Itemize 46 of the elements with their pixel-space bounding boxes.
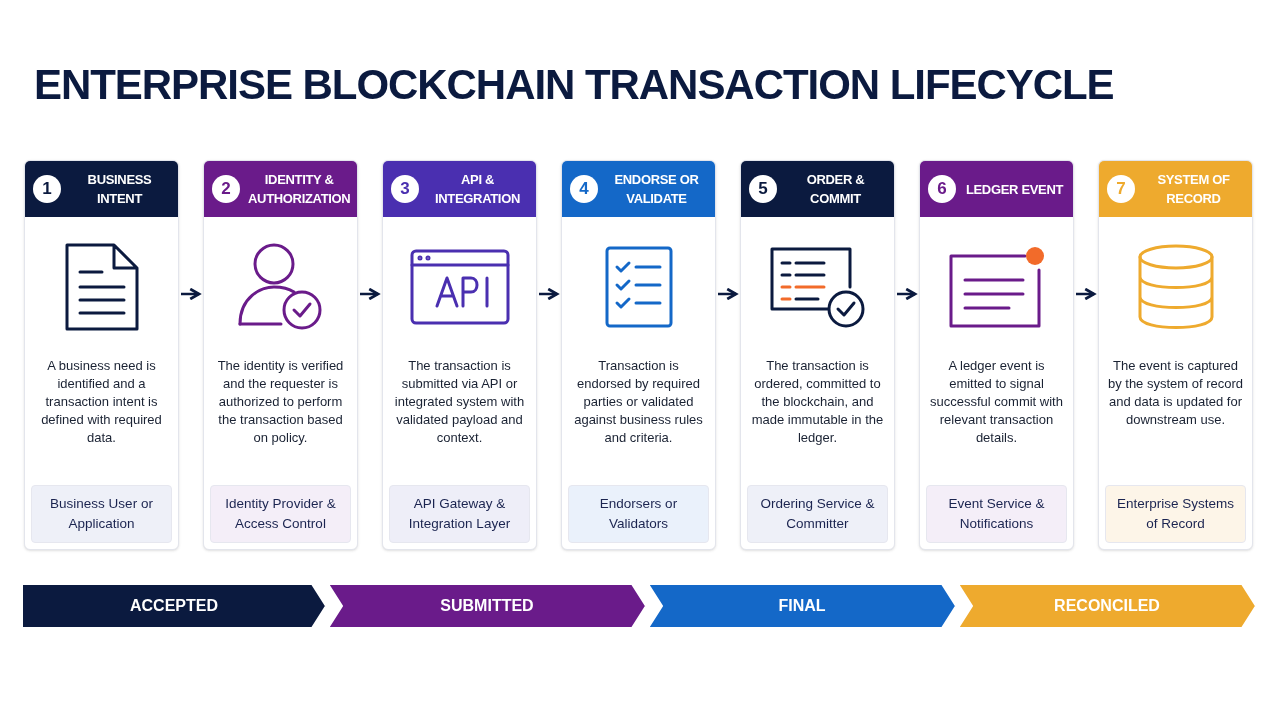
step-title: API & INTEGRATION	[434, 171, 521, 208]
step-description: The transaction is submitted via API or integrated system with validated payload and context.	[393, 357, 526, 447]
step-title: SYSTEM OF RECORD	[1156, 171, 1231, 208]
system-box: Endorsers or Validators	[568, 485, 709, 543]
system-box: Event Service & Notifications	[926, 485, 1067, 543]
system-box: Ordering Service & Committer	[747, 485, 888, 543]
step-description: A business need is identified and a transaction intent is defined with required data.	[40, 357, 163, 447]
step-title: IDENTITY & AUTHORIZATION	[248, 171, 351, 208]
arrow	[1076, 287, 1096, 301]
status-label: FINAL	[778, 596, 826, 616]
step-number: 5	[749, 175, 777, 203]
arrow	[539, 287, 559, 301]
title: ENTERPRISE BLOCKCHAIN TRANSACTION LIFECYCLE	[34, 64, 1114, 106]
step-number: 2	[212, 175, 240, 203]
arrow	[718, 287, 738, 301]
step-description: Transaction is endorsed by required parties or validated against business rules and criteria.	[573, 357, 704, 447]
status-label: SUBMITTED	[440, 596, 534, 616]
system-box: Identity Provider & Access Control	[210, 485, 351, 543]
step-description: A ledger event is emitted to signal successful commit with relevant transaction details.	[929, 357, 1064, 447]
system-box: API Gateway & Integration Layer	[389, 485, 530, 543]
step-description: The identity is verified and the requester is authorized to perform the transaction based on policy.	[216, 357, 345, 447]
step-description: The event is captured by the system of record and data is updated for downstream use.	[1106, 357, 1245, 429]
step-number: 1	[33, 175, 61, 203]
status-label: ACCEPTED	[130, 596, 218, 616]
step-card	[919, 160, 1074, 550]
step-number: 7	[1107, 175, 1135, 203]
step-number: 4	[570, 175, 598, 203]
arrow	[360, 287, 380, 301]
step-card	[1098, 160, 1253, 550]
step-number: 3	[391, 175, 419, 203]
step-card	[24, 160, 179, 550]
step-card	[740, 160, 895, 550]
step-card	[561, 160, 716, 550]
step-card	[203, 160, 358, 550]
step-title: LEDGER EVENT	[964, 180, 1065, 199]
arrow	[181, 287, 201, 301]
system-box: Business User or Application	[31, 485, 172, 543]
status-label: RECONCILED	[1054, 596, 1160, 616]
step-card	[382, 160, 537, 550]
step-title: ORDER & COMMIT	[805, 171, 866, 208]
system-box: Enterprise Systems of Record	[1105, 485, 1246, 543]
step-number: 6	[928, 175, 956, 203]
step-title: BUSINESS INTENT	[86, 171, 153, 208]
step-description: The transaction is ordered, committed to the blockchain, and made immutable in the ledger.	[750, 357, 885, 447]
step-title: ENDORSE OR VALIDATE	[613, 171, 700, 208]
arrow	[897, 287, 917, 301]
